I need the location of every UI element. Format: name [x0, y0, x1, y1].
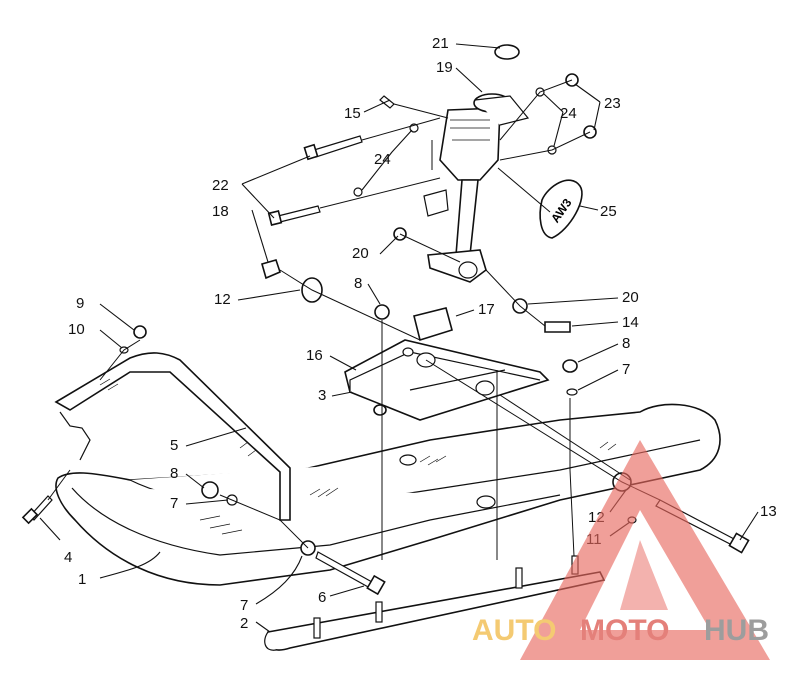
callout-18: 18	[212, 203, 229, 220]
callout-13: 13	[760, 503, 777, 520]
callout-17: 17	[478, 301, 495, 318]
callout-25: 25	[600, 203, 617, 220]
callout-22: 22	[212, 177, 229, 194]
bolts	[21, 95, 750, 596]
spindle-arm	[54, 352, 291, 521]
callout-7-bottom: 7	[240, 597, 248, 614]
watermark-hub: HUB	[704, 614, 769, 647]
callout-8-right: 8	[622, 335, 630, 352]
watermark-triangle	[520, 440, 770, 660]
callout-14: 14	[622, 314, 639, 331]
callout-21: 21	[432, 35, 449, 52]
cap-21	[494, 44, 520, 60]
callout-5: 5	[170, 437, 178, 454]
callout-labels: 21 19 23 24 15 24 22 18 25 20 12 8 17 20…	[64, 35, 777, 632]
callout-7-left: 7	[170, 495, 178, 512]
wear-bar	[264, 555, 606, 651]
callout-24-left: 24	[374, 151, 391, 168]
callout-9: 9	[76, 295, 84, 312]
callout-16: 16	[306, 347, 323, 364]
callout-4: 4	[64, 549, 72, 566]
callout-6: 6	[318, 589, 326, 606]
shock-absorber	[423, 93, 530, 283]
callout-7-right: 7	[622, 361, 630, 378]
watermark-auto: AUTO	[472, 614, 556, 647]
callout-8-top: 8	[354, 275, 362, 292]
ski-body	[55, 403, 721, 586]
callout-20-upper: 20	[352, 245, 369, 262]
callout-2: 2	[240, 615, 248, 632]
callout-24-right: 24	[560, 105, 577, 122]
callout-8-left: 8	[170, 465, 178, 482]
callout-12-left: 12	[214, 291, 231, 308]
watermark-moto: MOTO	[580, 614, 669, 647]
callout-19: 19	[436, 59, 453, 76]
decal-plate: AW3	[539, 179, 583, 239]
callout-1: 1	[78, 571, 86, 588]
callout-20-lower: 20	[622, 289, 639, 306]
callout-23: 23	[604, 95, 621, 112]
callout-15: 15	[344, 105, 361, 122]
callout-3: 3	[318, 387, 326, 404]
watermark: AUTO MOTO HUB	[472, 440, 770, 660]
callout-10: 10	[68, 321, 85, 338]
